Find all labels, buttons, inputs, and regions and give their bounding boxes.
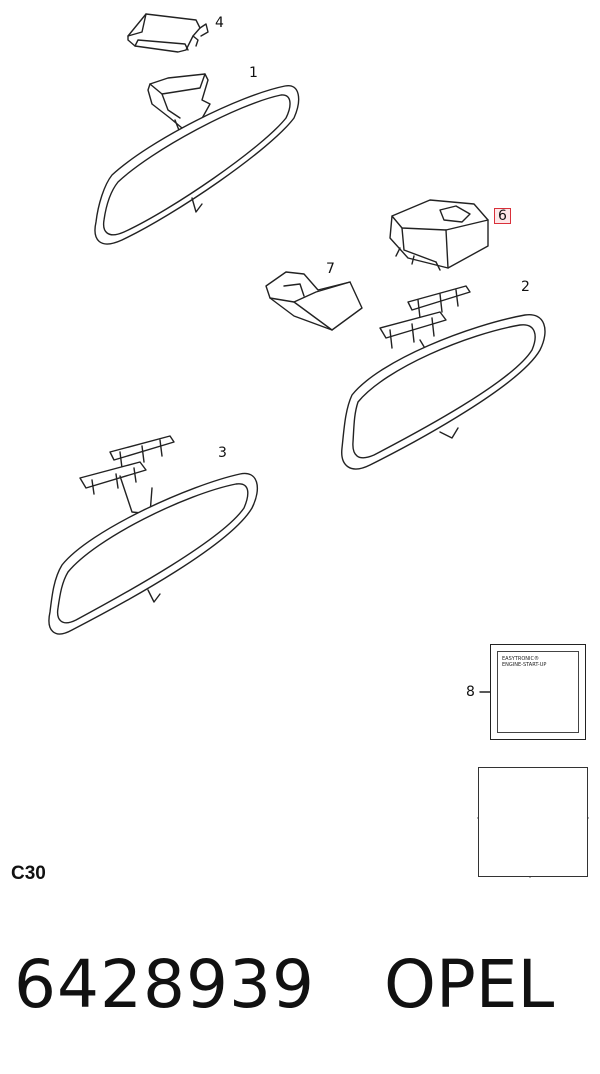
brand-name: OPEL <box>384 946 555 1023</box>
part-2-mirror <box>341 285 546 470</box>
part-7-cover <box>265 271 363 331</box>
callout-7: 7 <box>326 261 335 277</box>
part-6-housing <box>389 199 489 271</box>
section-code: C30 <box>11 863 46 884</box>
callout-1: 1 <box>249 65 258 81</box>
part-number: 6428939 <box>14 946 315 1023</box>
part-4-cover <box>127 13 209 53</box>
callout-6: 6 <box>494 208 511 224</box>
label-card-frame: EASYTRONIC® ENGINE-START-UP <box>497 651 579 733</box>
label-card-title: EASYTRONIC® <box>502 656 539 662</box>
service-info-box <box>478 767 588 877</box>
label-card-part-8: EASYTRONIC® ENGINE-START-UP <box>490 644 586 740</box>
callout-4: 4 <box>215 15 224 31</box>
part-1-mirror <box>94 73 300 245</box>
label-card-subtitle: ENGINE-START-UP <box>502 662 547 668</box>
part-3-mirror <box>48 435 259 635</box>
callout-2: 2 <box>521 279 530 295</box>
callout-3: 3 <box>218 445 227 461</box>
callout-8: 8 <box>466 684 475 700</box>
